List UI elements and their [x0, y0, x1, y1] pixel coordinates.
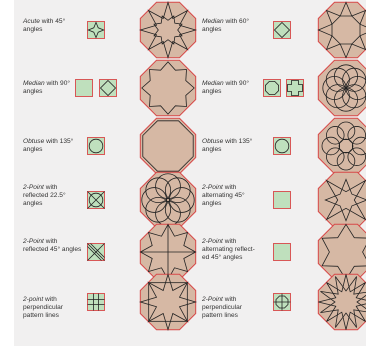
right-large-figure-6 — [318, 274, 366, 329]
left-large-figure-5 — [140, 224, 195, 279]
right-large-figure-5 — [318, 224, 366, 279]
left-large-figure-4 — [140, 172, 195, 227]
left-large-figure-2 — [140, 60, 195, 115]
right-small-figure-5-1 — [274, 244, 291, 261]
right-large-figure-4 — [318, 172, 366, 227]
left-small-figure-5-1 — [88, 244, 105, 261]
left-small-figure-4-1 — [88, 192, 105, 209]
right-small-figure-2-2 — [287, 80, 304, 97]
right-small-figure-6-1 — [274, 294, 291, 311]
right-large-figure-1 — [318, 2, 366, 57]
left-small-figure-2-1 — [76, 80, 93, 97]
left-small-figure-2-2 — [100, 80, 117, 97]
right-small-figure-3-1 — [274, 138, 291, 155]
right-small-figure-1-1 — [274, 22, 291, 39]
left-large-figure-3 — [140, 118, 195, 173]
left-small-figure-1-1 — [88, 22, 105, 39]
left-small-figure-3-1 — [88, 138, 105, 155]
right-large-figure-2 — [318, 60, 366, 115]
pattern-figures — [14, 0, 366, 346]
right-large-figure-3 — [318, 118, 366, 173]
left-large-figure-1 — [140, 2, 195, 57]
right-small-figure-2-1 — [264, 80, 281, 97]
left-small-figure-6-1 — [88, 294, 105, 311]
right-small-figure-4-1 — [274, 192, 291, 209]
left-large-figure-6 — [140, 274, 195, 329]
